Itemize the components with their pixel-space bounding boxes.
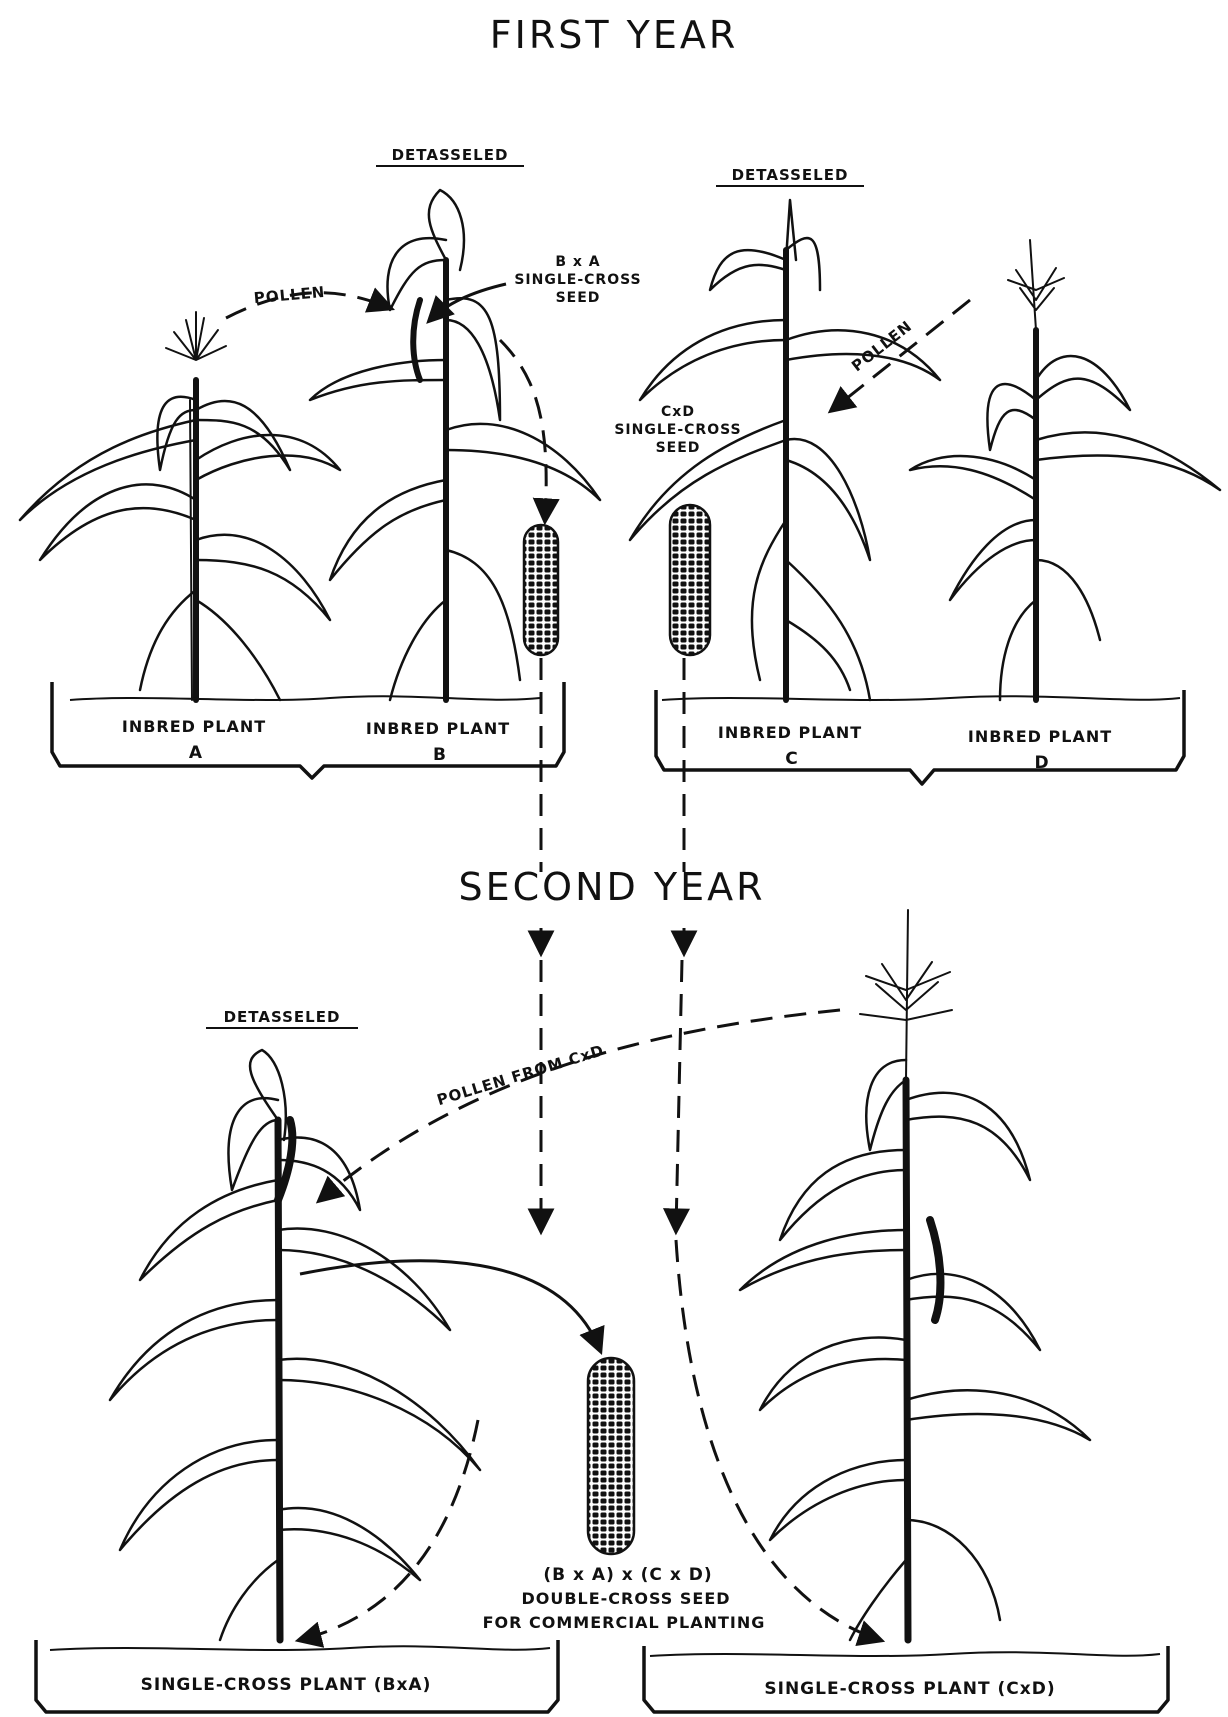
pollen-arrow-cxd-to-bxa bbox=[320, 1010, 840, 1200]
cxd-seed-line3: SEED bbox=[656, 440, 701, 456]
corn-ear-icon-double-cross bbox=[588, 1358, 634, 1554]
corn-plant-icon-cxd bbox=[740, 910, 1090, 1640]
pollen-from-cxd-label: POLLEN FROM CxD bbox=[435, 1041, 606, 1109]
bxa-seed-line3: SEED bbox=[556, 290, 601, 306]
cxd-seed-line2: SINGLE-CROSS bbox=[614, 422, 741, 438]
first-year-heading: FIRST YEAR bbox=[490, 13, 739, 57]
corn-plant-icon-a bbox=[20, 312, 340, 700]
double-cross-seed-arrow bbox=[300, 1261, 600, 1350]
plant-a-label: INBRED PLANT bbox=[122, 717, 266, 736]
double-cross-seed-label: DOUBLE-CROSS SEED bbox=[521, 1589, 730, 1608]
single-cross-plant-bxa-label: SINGLE-CROSS PLANT (BxA) bbox=[141, 1675, 432, 1695]
plant-d-label: INBRED PLANT bbox=[968, 727, 1112, 746]
detasseled-label-b: DETASSELED bbox=[392, 146, 509, 164]
pollen-label-a: POLLEN bbox=[253, 283, 326, 307]
plant-c-letter: C bbox=[785, 749, 798, 769]
single-cross-plant-cxd-label: SINGLE-CROSS PLANT (CxD) bbox=[764, 1679, 1055, 1699]
detasseled-label-c: DETASSELED bbox=[732, 166, 849, 184]
plant-a-letter: A bbox=[189, 743, 203, 763]
pollen-label-d: POLLEN bbox=[848, 317, 916, 375]
commercial-planting-label: FOR COMMERCIAL PLANTING bbox=[483, 1613, 766, 1632]
plant-b-label: INBRED PLANT bbox=[366, 719, 510, 738]
seed-arrow-b bbox=[500, 340, 546, 520]
plant-d-letter: D bbox=[1034, 753, 1049, 773]
double-cross-formula: (B x A) x (C x D) bbox=[543, 1565, 712, 1585]
bxa-seed-line2: SINGLE-CROSS bbox=[514, 272, 641, 288]
cxd-seed-line1: CxD bbox=[661, 404, 695, 420]
corn-ear-icon-cxd bbox=[670, 505, 710, 655]
plant-b-letter: B bbox=[433, 745, 447, 765]
cxd-seed-planting-arrow bbox=[676, 960, 682, 1230]
corn-ear-icon-bxa bbox=[524, 525, 558, 655]
detasseled-label-bxa: DETASSELED bbox=[224, 1008, 341, 1026]
plant-c-label: INBRED PLANT bbox=[718, 723, 862, 742]
second-year-heading: SECOND YEAR bbox=[459, 865, 766, 909]
bxa-seed-line1: B x A bbox=[555, 254, 600, 270]
planting-arrow-left bbox=[300, 1420, 478, 1640]
corn-plant-icon-bxa bbox=[110, 1050, 480, 1640]
